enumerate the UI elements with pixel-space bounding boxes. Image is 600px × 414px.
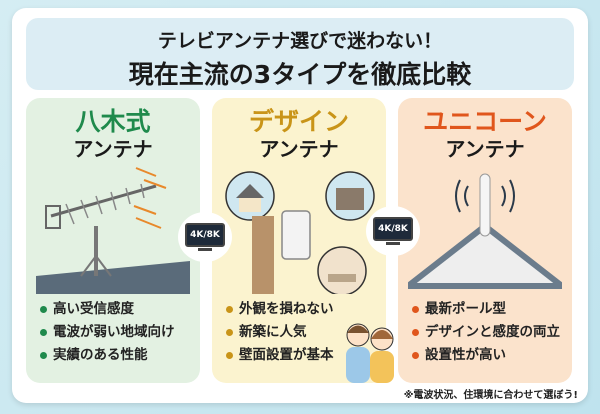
feature-item: 実績のある性能	[40, 344, 175, 367]
panel-unicorn: ユニコーン アンテナ 最新ポール型 デザインと感度の両立 設置性が高い	[398, 98, 572, 383]
bullet-icon	[226, 352, 233, 359]
bullet-icon	[412, 306, 419, 313]
panel-title: ユニコーン	[423, 107, 547, 136]
bullet-icon	[412, 329, 419, 336]
feature-item: 外観を損ねない	[226, 298, 334, 321]
panel-title: 八木式	[75, 107, 151, 136]
bullet-icon	[40, 352, 47, 359]
couple-illustration	[346, 323, 394, 383]
panel-yagi: 八木式 アンテナ 高い受信感度 電波が弱い地域向け 実績のある性能	[26, 98, 200, 383]
footnote: ※電波状況、住環境に合わせて選ぼう!	[403, 390, 578, 401]
feature-item: 壁面設置が基本	[226, 344, 334, 367]
design-antenna-illustration	[225, 171, 375, 294]
bullet-icon	[40, 306, 47, 313]
bullet-icon	[226, 329, 233, 336]
yagi-antenna-illustration	[36, 167, 190, 294]
panel-subtitle: アンテナ	[73, 137, 153, 161]
feature-list: 外観を損ねない 新築に人気 壁面設置が基本	[226, 298, 334, 367]
header: テレビアンテナ選びで迷わない！ 現在主流の3タイプを徹底比較	[26, 18, 574, 90]
panel-subtitle: アンテナ	[445, 137, 525, 161]
header-line2: 現在主流の3タイプを徹底比較	[128, 60, 472, 89]
bullet-icon	[412, 352, 419, 359]
unicorn-antenna-illustration	[408, 173, 562, 289]
tv-icon: 4K/8K	[178, 212, 232, 262]
feature-item: 設置性が高い	[412, 344, 560, 367]
panel-design: デザイン アンテナ 外観を損ねない 新築に人気 壁面設置が基本	[212, 98, 394, 383]
feature-item: 高い受信感度	[40, 298, 175, 321]
tv-label: 4K/8K	[373, 217, 413, 241]
bullet-icon	[40, 329, 47, 336]
feature-list: 高い受信感度 電波が弱い地域向け 実績のある性能	[40, 298, 175, 367]
feature-item: 電波が弱い地域向け	[40, 321, 175, 344]
header-line1: テレビアンテナ選びで迷わない！	[157, 30, 443, 52]
tv-label: 4K/8K	[185, 223, 225, 247]
feature-item: 新築に人気	[226, 321, 334, 344]
panel-subtitle: アンテナ	[259, 137, 339, 161]
bullet-icon	[226, 306, 233, 313]
feature-item: 最新ポール型	[412, 298, 560, 321]
feature-item: デザインと感度の両立	[412, 321, 560, 344]
panel-title: デザイン	[248, 107, 349, 136]
tv-icon: 4K/8K	[366, 206, 420, 256]
feature-list: 最新ポール型 デザインと感度の両立 設置性が高い	[412, 298, 560, 367]
